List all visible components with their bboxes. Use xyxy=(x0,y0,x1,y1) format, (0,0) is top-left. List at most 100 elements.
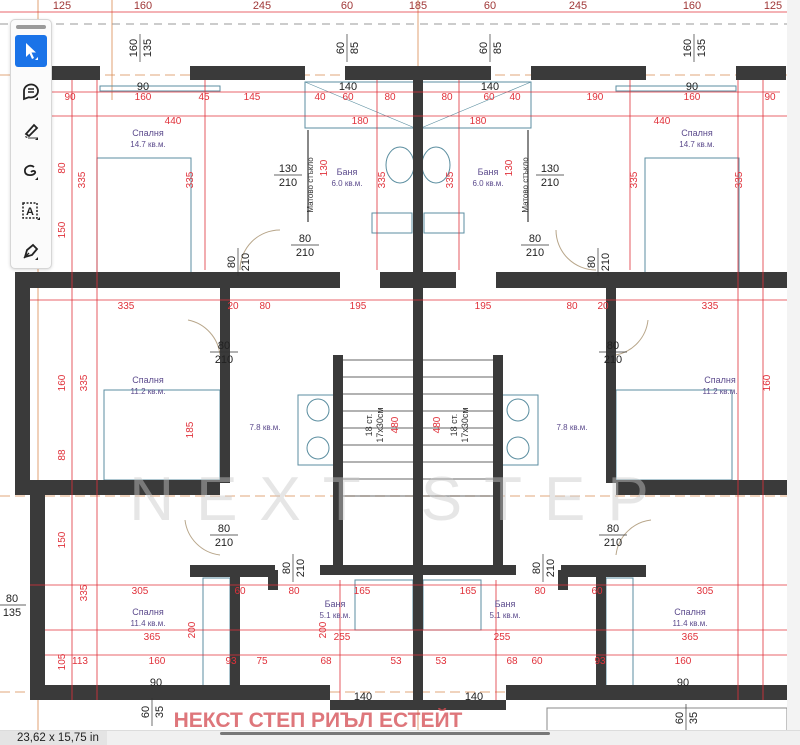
wall xyxy=(413,66,423,706)
opening-width: 80 xyxy=(218,523,230,535)
toolbar-drag-handle[interactable] xyxy=(16,25,46,29)
opening-width: 80 xyxy=(607,523,619,535)
dimension-label: 150 xyxy=(57,531,68,548)
appliance-drum xyxy=(506,436,530,460)
wall xyxy=(333,355,343,570)
dimension-label: 255 xyxy=(334,632,351,643)
dimension-label: 335 xyxy=(629,171,640,188)
washing-machine xyxy=(297,394,339,466)
wall xyxy=(418,700,506,710)
dimension-label: 480 xyxy=(432,416,443,433)
horizontal-scrollbar-thumb[interactable] xyxy=(220,732,550,735)
room-name: Спалня xyxy=(674,607,706,617)
opening-height: 210 xyxy=(600,253,612,271)
watermark-latin: NEXT STEP xyxy=(129,465,670,534)
opening-width: 160 xyxy=(128,39,140,57)
select-tool-button[interactable] xyxy=(15,35,47,67)
dimension-label: 190 xyxy=(587,92,604,103)
window-sill xyxy=(99,85,221,92)
washing-machine xyxy=(497,394,539,466)
dimension-label: 165 xyxy=(460,586,477,597)
status-bar: 23,62 x 15,75 in xyxy=(0,730,800,745)
plot-boundary xyxy=(546,707,787,730)
wall xyxy=(493,355,503,570)
wall xyxy=(190,66,305,80)
comment-tool-button[interactable] xyxy=(15,75,47,107)
wall xyxy=(418,66,491,80)
wall xyxy=(220,288,230,483)
stairs-size-label: 17x30см xyxy=(375,407,385,442)
opening-height: 210 xyxy=(296,247,314,259)
wall xyxy=(268,570,278,590)
pen-sign-icon xyxy=(23,243,39,260)
window-sill xyxy=(615,85,737,92)
room-name: Баня xyxy=(495,599,516,609)
dimension-label: 80 xyxy=(534,586,546,597)
room-area: 7.8 кв.м. xyxy=(249,423,280,432)
dimension-label: 160 xyxy=(684,92,701,103)
opening-width: 60 xyxy=(674,712,686,724)
vertical-scrollbar[interactable] xyxy=(787,0,800,730)
wall xyxy=(418,272,456,288)
dimension-label: 165 xyxy=(354,586,371,597)
arrow-pointer-icon xyxy=(26,43,38,60)
dimension-label: 200 xyxy=(187,621,198,638)
wall xyxy=(15,272,30,490)
dimension-label: 80 xyxy=(441,92,453,103)
opening-height: 85 xyxy=(349,42,361,54)
bed xyxy=(96,157,192,274)
draw-tool-button[interactable] xyxy=(15,155,47,187)
wall xyxy=(45,685,330,700)
dimension-label: 93 xyxy=(225,656,237,667)
dimension-label: 335 xyxy=(445,171,456,188)
text-box-tool-button[interactable]: A xyxy=(15,195,47,227)
wall xyxy=(330,700,418,710)
room-name: Спалня xyxy=(681,128,713,138)
opening-height: 210 xyxy=(295,559,307,577)
door-swing xyxy=(187,319,221,356)
top-dimension-label: 160 xyxy=(134,0,152,12)
opening-width: 60 xyxy=(140,706,152,718)
text-box-icon: A xyxy=(22,202,40,220)
room-area: 11.2 кв.м. xyxy=(131,387,166,396)
dimension-label: 305 xyxy=(132,586,149,597)
highlight-tool-button[interactable] xyxy=(15,115,47,147)
shower-drain-line xyxy=(420,81,532,129)
dimension-label: 60 xyxy=(234,586,246,597)
dimension-label: 365 xyxy=(682,632,699,643)
opening-width: 80 xyxy=(529,233,541,245)
dimension-label: 53 xyxy=(390,656,402,667)
dimension-label: 365 xyxy=(144,632,161,643)
wall xyxy=(596,570,606,695)
opening-height: 135 xyxy=(3,607,21,619)
room-area: 11.2 кв.м. xyxy=(703,387,738,396)
dimension-label: 255 xyxy=(494,632,511,643)
wall xyxy=(50,66,100,80)
wall xyxy=(380,272,418,288)
toilet xyxy=(423,212,465,234)
dimension-label: 60 xyxy=(531,656,543,667)
dimension-label: 80 xyxy=(566,301,578,312)
top-dimension-label: 245 xyxy=(569,0,587,12)
room-area: 5.1 кв.м. xyxy=(489,611,520,620)
dimension-label: 90 xyxy=(764,92,776,103)
top-dimension-label: 185 xyxy=(409,0,427,12)
sign-tool-button[interactable] xyxy=(15,235,47,267)
opening-width: 80 xyxy=(6,593,18,605)
watermark-cyrillic: НЕКСТ СТЕП РИЪЛ ЕСТЕЙТ xyxy=(174,708,463,730)
stairs-steps-label: 18 ст. xyxy=(449,414,459,437)
stairs-size-label: 17x30см xyxy=(460,407,470,442)
opening-height: 210 xyxy=(526,247,544,259)
opening-height: 35 xyxy=(688,712,700,724)
opening-width: 160 xyxy=(682,39,694,57)
opening-height: 210 xyxy=(604,537,622,549)
